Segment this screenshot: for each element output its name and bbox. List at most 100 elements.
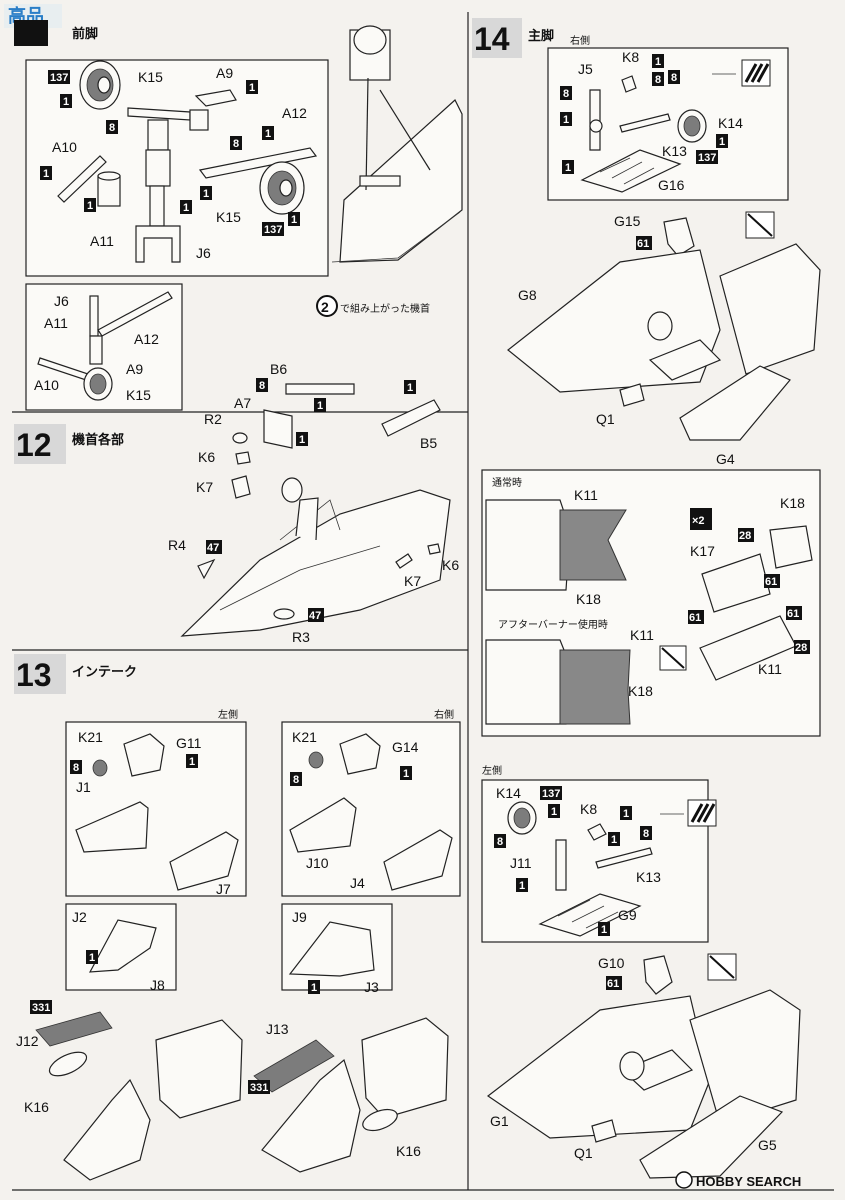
svg-text:137: 137 [698,152,716,164]
part-g16 [580,149,682,193]
nozzle-normal [559,509,627,581]
svg-text:J7: J7 [216,881,231,897]
step-14-number-box [472,18,522,58]
svg-text:K8: K8 [622,49,639,65]
part-b5 [381,399,441,437]
svg-text:J3: J3 [364,979,379,995]
svg-text:A11: A11 [44,315,68,331]
svg-text:K17: K17 [690,543,715,559]
nose-fuselage [331,25,463,263]
part-a12 [198,147,318,179]
gear-bay-left [620,1049,694,1091]
step-11-number-box [14,20,48,46]
svg-text:1: 1 [403,768,409,780]
svg-text:61: 61 [787,608,799,620]
part-a9 [194,89,237,107]
svg-text:K8: K8 [580,801,597,817]
part-a11 [97,171,121,207]
wheel-k14-right [677,109,707,143]
assembled-circle-badge [316,295,338,317]
wheel-k15-bottom [259,161,305,215]
step-14-number: 14 [474,21,510,57]
part-j2-j8 [88,919,157,973]
part-g5 [639,1095,784,1179]
gear-bay-right [648,339,722,381]
assembled-nose-note: で組み上がった機首 [340,302,430,315]
svg-text:1: 1 [189,756,195,768]
svg-text:G11: G11 [176,735,202,751]
svg-text:K18: K18 [576,591,601,607]
part-j4 [383,829,453,891]
knife-cut-icon [712,59,771,87]
svg-text:J4: J4 [350,875,365,891]
svg-text:G16: G16 [658,177,685,193]
assembled-nose-gear-drawing [37,291,173,401]
step-14: 14 主脚 右側 J5 8 1 1 K8 1 8 8 K14 1 [472,18,821,1179]
svg-text:G1: G1 [490,1113,509,1129]
part-k16-right [362,1108,398,1132]
svg-text:61: 61 [689,612,701,624]
svg-text:1: 1 [265,128,271,140]
watermark-hobby-search: HOBBY SEARCH [675,1171,801,1189]
part-j1 [75,801,149,853]
svg-text:K13: K13 [662,143,687,159]
section-frames [12,12,834,1191]
svg-text:8: 8 [109,122,115,134]
svg-text:1: 1 [719,136,725,148]
svg-text:1: 1 [89,952,95,964]
svg-text:1: 1 [519,880,525,892]
svg-text:8: 8 [643,828,649,840]
svg-text:2: 2 [321,299,329,315]
svg-text:K6: K6 [198,449,215,465]
svg-text:1: 1 [655,56,661,68]
times-two-badge [690,508,712,530]
svg-text:K16: K16 [396,1143,421,1159]
part-g10 [643,955,673,995]
intake-right-label: 右側 [434,708,454,721]
svg-text:K14: K14 [496,785,521,801]
svg-text:137: 137 [542,788,560,800]
svg-text:J12: J12 [16,1033,39,1049]
step-13-number-box [14,654,66,694]
svg-text:J9: J9 [292,909,307,925]
label-j6: J6 [196,245,211,261]
part-k21-left [92,759,108,777]
svg-text:8: 8 [655,74,661,86]
svg-text:8: 8 [671,72,677,84]
nose-section-fuselage [180,477,451,637]
svg-text:137: 137 [50,72,68,84]
svg-text:1: 1 [203,188,209,200]
part-a7 [263,409,293,449]
step-11-title: 前脚 [72,26,98,42]
step-11: 前脚 137 1 K15 8 A9 1 A12 1 8 [14,20,463,411]
step-13: 13 インテーク 左側 K21 8 G11 1 J1 J7 J2 1 J8 33… [14,654,461,1181]
svg-text:K18: K18 [780,495,805,511]
part-r4 [197,558,216,580]
svg-text:J5: J5 [578,61,593,77]
svg-text:1: 1 [291,214,297,226]
intake-left-assembled [63,1078,151,1181]
svg-text:K15: K15 [126,387,151,403]
nozzle-afterburner [559,649,631,725]
main-gear-right-label: 右側 [570,34,590,47]
svg-text:61: 61 [765,576,777,588]
svg-text:8: 8 [497,836,503,848]
part-g4 [679,365,791,441]
svg-text:8: 8 [259,380,265,392]
part-q1-right [619,383,645,407]
svg-text:A9: A9 [126,361,143,377]
label-a12: A12 [282,105,307,121]
svg-text:1: 1 [551,806,557,818]
svg-text:1: 1 [87,200,93,212]
part-k13 [619,113,671,133]
fuselage-normal [485,499,571,591]
part-k6 [235,451,251,465]
part-k8-left [587,823,607,841]
svg-text:G15: G15 [614,213,641,229]
svg-text:1: 1 [601,924,607,936]
svg-text:G14: G14 [392,739,419,755]
intake-right-assembled [261,1058,361,1173]
part-k7 [231,475,251,499]
part-g11 [123,733,165,777]
